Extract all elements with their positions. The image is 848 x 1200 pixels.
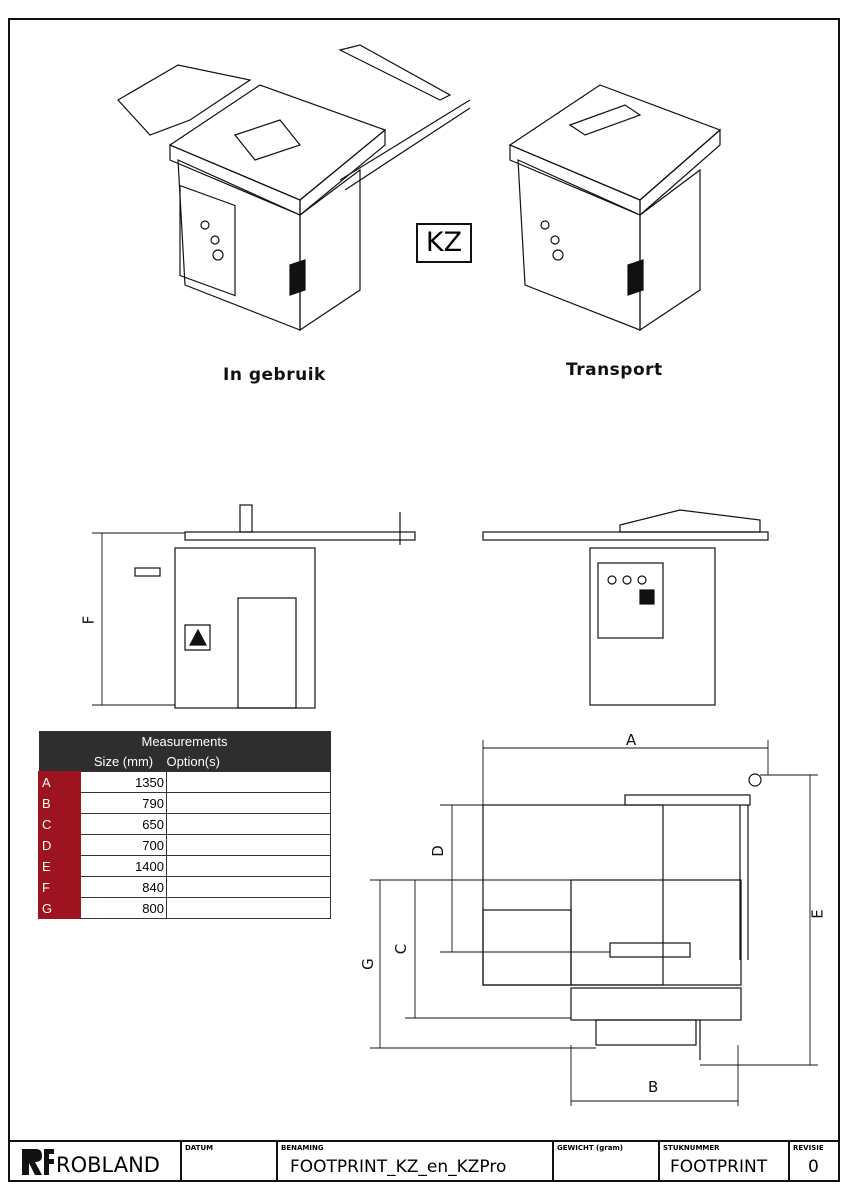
dim-label-g: G — [358, 958, 377, 970]
row-size: 700 — [80, 834, 167, 856]
row-option — [166, 834, 331, 856]
row-key: F — [38, 876, 81, 898]
model-badge: KZ — [416, 223, 472, 263]
title-block: ROBLAND DATUM BENAMING FOOTPRINT_KZ_en_KZ… — [8, 1140, 840, 1182]
col-options: Option(s) — [166, 751, 331, 772]
row-option — [166, 813, 331, 835]
col-size: Size (mm) — [80, 751, 167, 772]
row-key: C — [38, 813, 81, 835]
row-option — [166, 855, 331, 877]
row-key: G — [38, 897, 81, 919]
row-key: A — [38, 771, 81, 793]
caption-transport: Transport — [566, 360, 663, 380]
iso-view-in-use — [117, 44, 471, 332]
revisie-value: 0 — [808, 1157, 819, 1177]
row-size: 840 — [80, 876, 167, 898]
row-size: 650 — [80, 813, 167, 835]
dimension-lines — [92, 532, 818, 1106]
row-key: E — [38, 855, 81, 877]
stuknummer-cell: STUKNUMMER FOOTPRINT — [660, 1142, 790, 1180]
side-view-front — [134, 504, 416, 709]
stuknummer-value: FOOTPRINT — [670, 1157, 768, 1177]
row-size: 790 — [80, 792, 167, 814]
side-view-side — [482, 509, 769, 706]
top-view — [482, 773, 762, 1060]
measurements-title: Measurements — [38, 731, 331, 751]
caption-in-use: In gebruik — [223, 365, 326, 385]
logo-text: ROBLAND — [56, 1153, 160, 1177]
row-size: 800 — [80, 897, 167, 919]
iso-view-transport — [508, 84, 722, 332]
datum-cell: DATUM — [182, 1142, 278, 1180]
row-option — [166, 771, 331, 793]
dim-label-a: A — [626, 731, 637, 749]
revisie-label: REVISIE — [793, 1144, 824, 1152]
row-size: 1350 — [80, 771, 167, 793]
logo-cell: ROBLAND — [10, 1142, 182, 1180]
robland-logo-icon — [22, 1149, 54, 1175]
benaming-value: FOOTPRINT_KZ_en_KZPro — [290, 1157, 507, 1177]
gewicht-label: GEWICHT (gram) — [557, 1144, 623, 1152]
stuknummer-label: STUKNUMMER — [663, 1144, 720, 1152]
datum-label: DATUM — [185, 1144, 214, 1152]
row-option — [166, 792, 331, 814]
benaming-cell: BENAMING FOOTPRINT_KZ_en_KZPro — [278, 1142, 554, 1180]
row-option — [166, 876, 331, 898]
dim-label-d: D — [428, 845, 447, 857]
row-key: D — [38, 834, 81, 856]
benaming-label: BENAMING — [281, 1144, 324, 1152]
revisie-cell: REVISIE 0 — [790, 1142, 838, 1180]
dim-label-f: F — [79, 615, 98, 625]
dim-label-c: C — [392, 943, 411, 955]
row-key: B — [38, 792, 81, 814]
row-option — [166, 897, 331, 919]
row-size: 1400 — [80, 855, 167, 877]
dim-label-b: B — [648, 1078, 659, 1096]
gewicht-cell: GEWICHT (gram) — [554, 1142, 660, 1180]
dim-label-e: E — [808, 909, 827, 919]
